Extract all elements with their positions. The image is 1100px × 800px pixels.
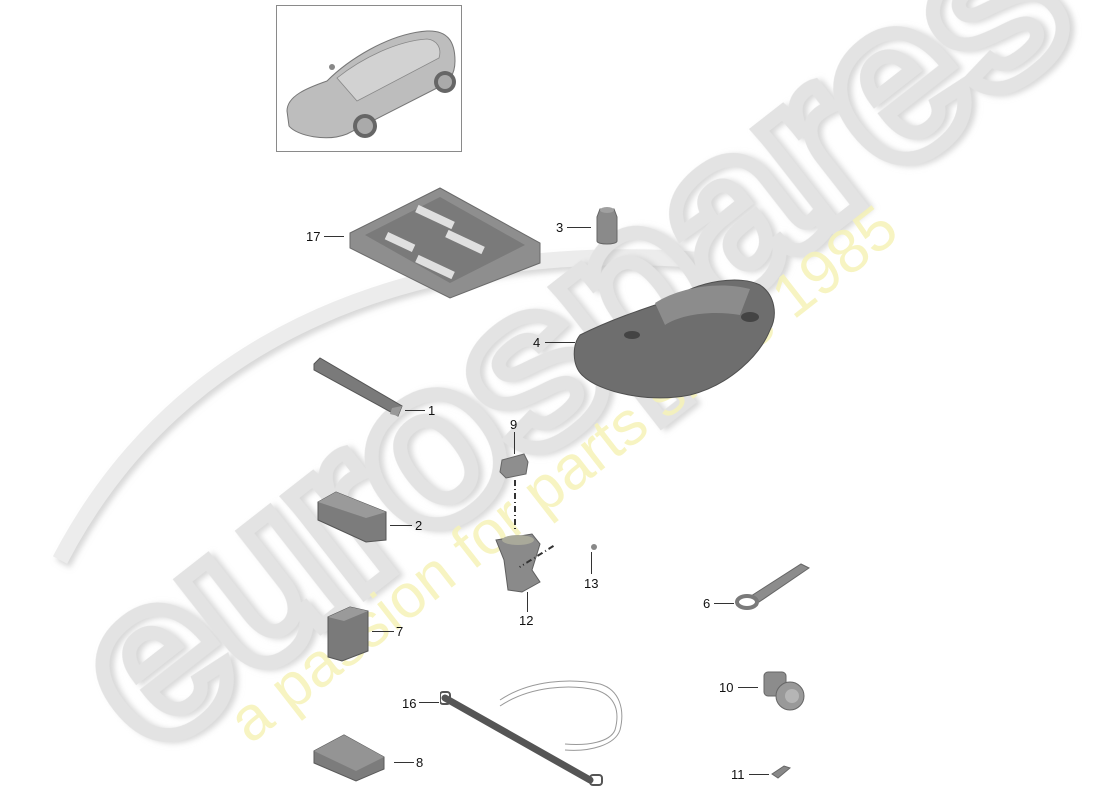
leader-1: [405, 410, 425, 411]
callout-1[interactable]: 1: [428, 403, 436, 418]
vehicle-thumbnail: [276, 5, 462, 152]
plug-part-icon: [763, 671, 805, 711]
callout-9[interactable]: 9: [510, 417, 518, 432]
leader-12: [527, 592, 528, 612]
callout-6[interactable]: 6: [703, 596, 711, 611]
callout-12[interactable]: 12: [519, 613, 534, 628]
leader-4: [545, 342, 575, 343]
leader-17: [324, 236, 344, 237]
leader-16: [419, 702, 439, 703]
dashed-line-9-12: [514, 480, 516, 532]
leader-11: [749, 774, 769, 775]
leader-7: [372, 631, 394, 632]
holder-part-icon: [495, 533, 541, 593]
leader-10: [738, 687, 758, 688]
callout-17[interactable]: 17: [306, 229, 321, 244]
cap-part-icon: [499, 453, 529, 479]
canister-part-icon: [596, 207, 618, 245]
callout-11[interactable]: 11: [731, 767, 745, 782]
leader-6: [714, 603, 734, 604]
car-cover-icon: [573, 279, 775, 399]
bar-part-icon: [313, 357, 403, 417]
screw-part-icon: [591, 544, 597, 550]
leader-3: [567, 227, 591, 228]
callout-16[interactable]: 16: [402, 696, 417, 711]
callout-3[interactable]: 3: [556, 220, 564, 235]
leader-13: [591, 552, 592, 574]
towing-eye-icon: [735, 563, 810, 610]
callout-7[interactable]: 7: [396, 624, 404, 639]
callout-8[interactable]: 8: [416, 755, 424, 770]
clip-part-icon: [771, 765, 792, 779]
svg-text:eurospares: eurospares: [22, 0, 1100, 799]
callout-4[interactable]: 4: [533, 335, 541, 350]
callout-2[interactable]: 2: [415, 518, 423, 533]
pad-part-icon: [313, 734, 385, 782]
block-part-icon: [327, 606, 369, 662]
leader-2: [390, 525, 412, 526]
leader-8: [394, 762, 414, 763]
tray-part-icon: [349, 187, 541, 299]
car-thumbnail-icon: [286, 30, 456, 139]
callout-13[interactable]: 13: [584, 576, 599, 591]
box-part-icon: [317, 491, 387, 543]
leader-9: [514, 432, 515, 454]
callout-10[interactable]: 10: [719, 680, 734, 695]
strap-part-icon: [440, 680, 623, 786]
